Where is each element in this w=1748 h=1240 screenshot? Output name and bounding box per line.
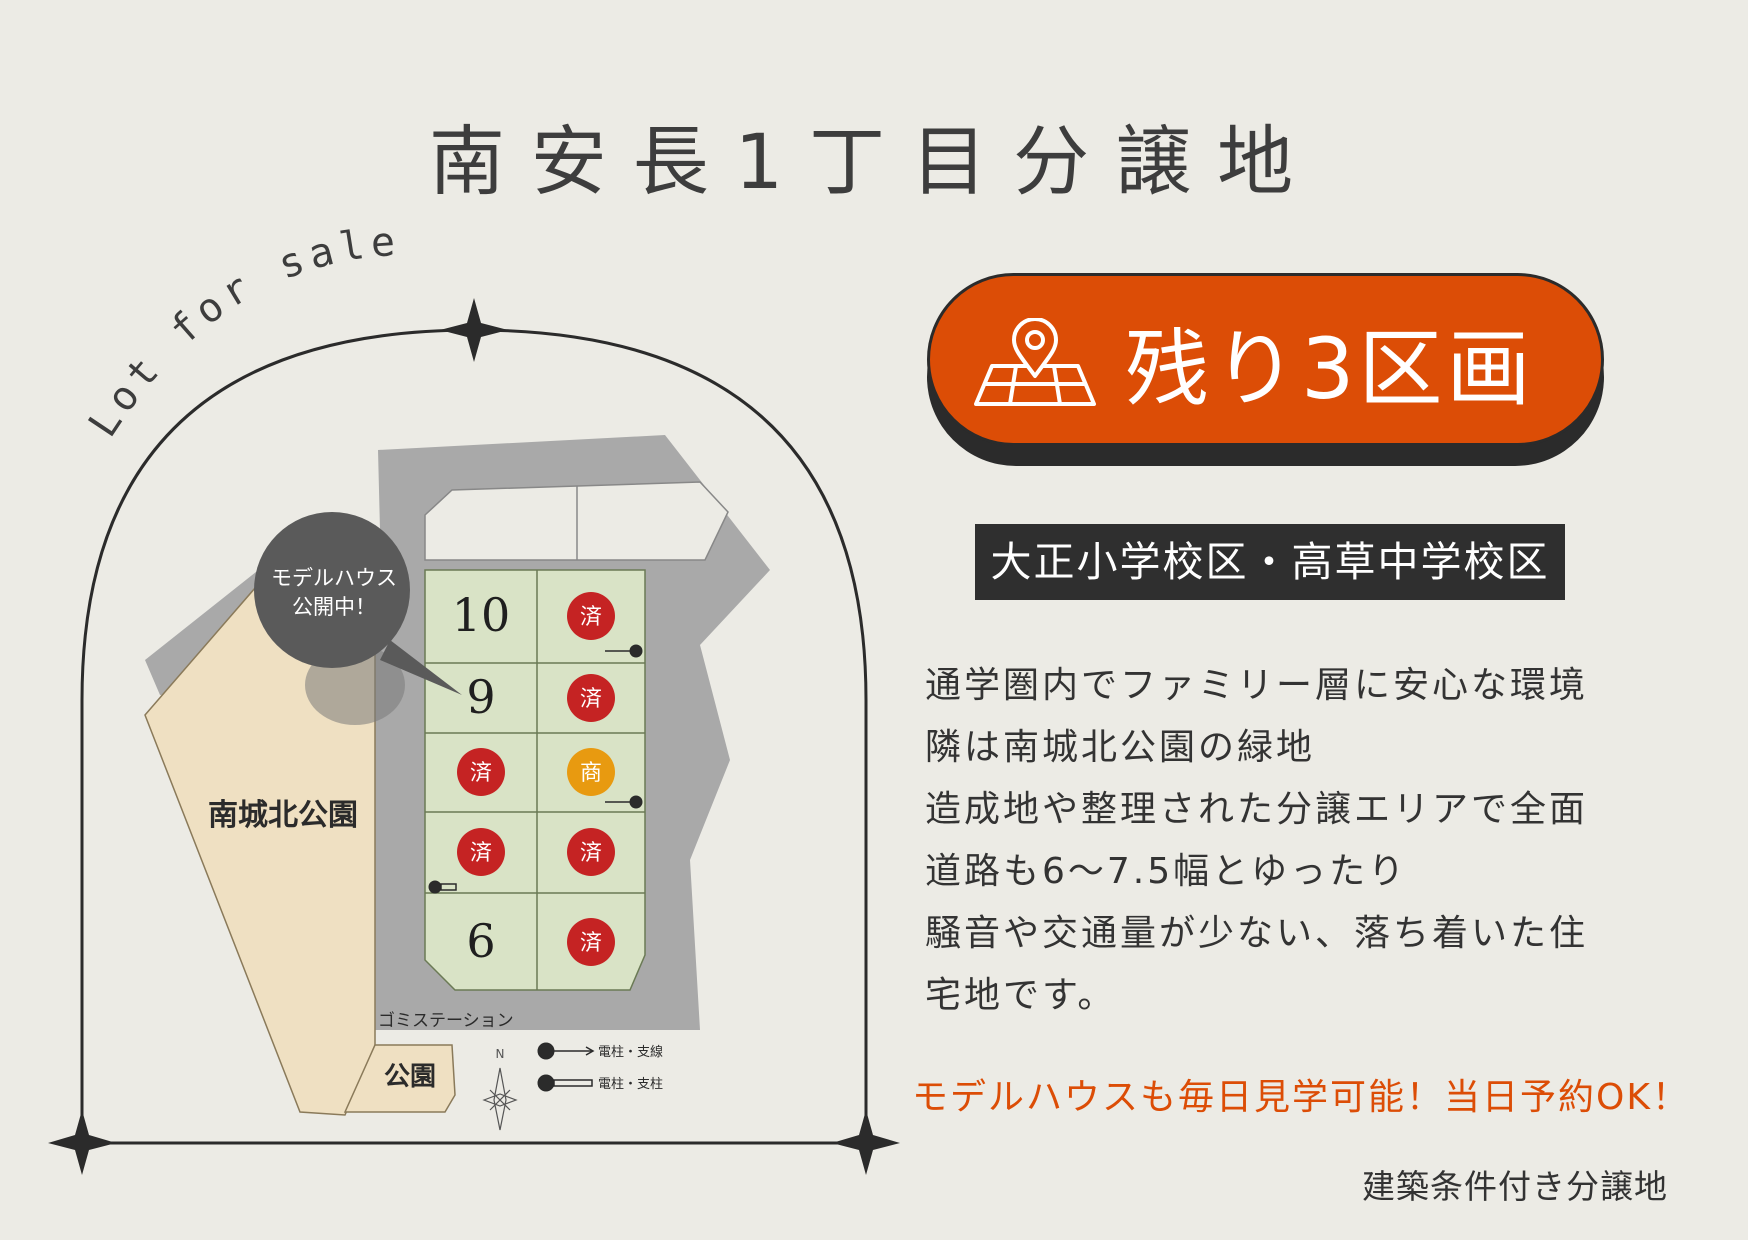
pole-support-icon: [537, 1074, 593, 1092]
callout-line1: モデルハウス: [271, 566, 397, 590]
legend-label-2: 電柱・支柱: [598, 1077, 663, 1092]
park-label: 南城北公園: [208, 798, 358, 833]
lot-number: 6: [466, 914, 495, 968]
legend-label-1: 電柱・支線: [598, 1044, 663, 1060]
sparkle-icon: [832, 1110, 900, 1175]
lot-status: 済: [470, 841, 492, 866]
map-pin-icon: [974, 318, 1096, 406]
pole-symbol: [428, 644, 643, 894]
description-line: 造成地や整理された分譲エリアで全面: [925, 789, 1589, 830]
remaining-badge: 残り3区画: [927, 273, 1604, 446]
compass-icon: [482, 1067, 518, 1131]
sparkle-icon: [48, 1110, 116, 1175]
lot-status: 済: [580, 841, 602, 866]
curved-label-path: Lot for sale: [80, 219, 396, 446]
lot-status: 済: [580, 605, 602, 630]
sold-badge: [567, 918, 615, 966]
lot-status: 済: [580, 687, 602, 712]
description-list: 通学圏内でファミリー層に安心な環境 隣は南城北公園の緑地 造成地や整理された分譲…: [925, 655, 1625, 1027]
sold-badge: [567, 592, 615, 640]
lot-number: 10: [452, 588, 511, 642]
sold-badge: [457, 828, 505, 876]
page-title: 南安長1丁目分譲地: [428, 117, 1320, 206]
description-line: 隣は南城北公園の緑地: [925, 727, 1316, 768]
curved-label: Lot for sale: [80, 219, 402, 446]
school-district: 大正小学校区・高草中学校区: [975, 524, 1565, 600]
lot-status: 済: [470, 761, 492, 786]
lot-status: 済: [580, 931, 602, 956]
description-line: 騒音や交通量が少ない、落ち着いた住: [925, 913, 1589, 954]
sparkle-icon: [440, 298, 508, 362]
garbage-label: ゴミステーション: [378, 1010, 514, 1031]
description-line: 宅地です。: [925, 975, 1117, 1016]
small-park-area: [343, 1044, 456, 1113]
model-house-callout: [254, 512, 410, 668]
sold-badge: [457, 748, 505, 796]
callout-line2: 公開中！: [292, 595, 376, 619]
condition-text: 建築条件付き分譲地: [1362, 1167, 1668, 1206]
sold-badge: [567, 674, 615, 722]
compass-label: N: [496, 1047, 505, 1061]
lot-status: 商: [580, 761, 602, 786]
lot-number: 9: [466, 670, 495, 724]
sold-badge: [567, 828, 615, 876]
remaining-text: 残り3区画: [1125, 320, 1535, 418]
negotiating-badge: [567, 748, 615, 796]
callout-tail: [380, 640, 462, 695]
description-line: 道路も6〜7.5幅とゆったり: [925, 851, 1408, 892]
pole-wire-icon: [537, 1042, 595, 1060]
description-line: 通学圏内でファミリー層に安心な環境: [925, 665, 1589, 706]
cta-text: モデルハウスも毎日見学可能！当日予約OK！: [912, 1077, 1690, 1118]
small-park-label: 公園: [384, 1062, 436, 1092]
